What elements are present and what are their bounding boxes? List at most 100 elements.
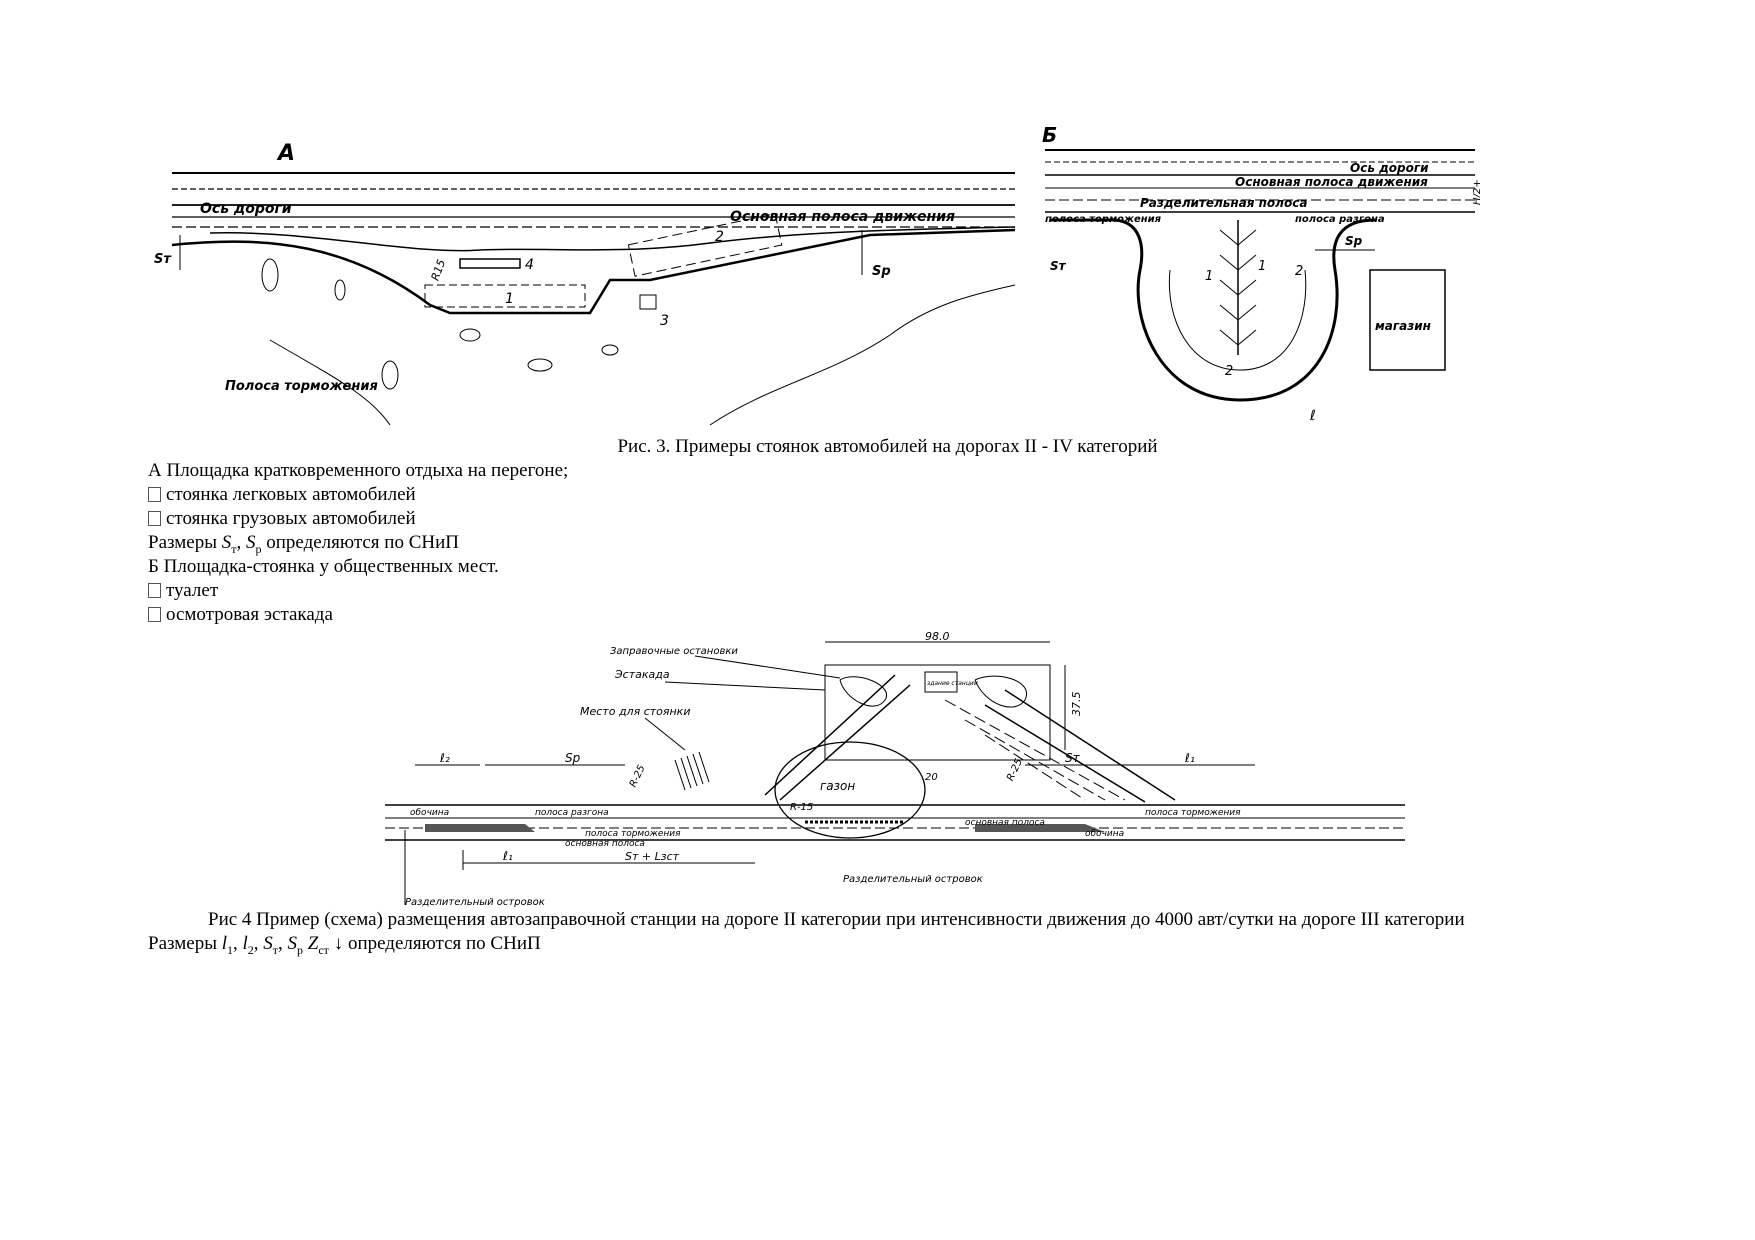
shrub — [601, 344, 619, 356]
sp-label: Sр — [565, 751, 581, 765]
figure-a-drawing: А Ось дороги Основная полоса движения 4 … — [150, 135, 1020, 430]
r25a-label: R-25 — [628, 763, 648, 789]
dim-375-label: 37.5 — [1070, 692, 1083, 717]
terrain-contour — [709, 284, 1016, 426]
sp-label: Sр — [872, 264, 891, 279]
label-1b: 1 — [1258, 259, 1266, 274]
overpass-hatch — [674, 751, 710, 791]
brake-bottom-label: полоса торможения — [585, 829, 681, 839]
legend-line-a: А Площадка кратковременного отдыха на пе… — [148, 460, 569, 481]
legend-item-overpass: осмотровая эстакада — [148, 603, 333, 627]
r15-label: R15 — [429, 258, 449, 283]
divider-island-hatch — [425, 824, 535, 832]
bypass-right-label: обочина — [1085, 829, 1124, 839]
symbol-l: l — [242, 933, 248, 954]
parking-outer-edge — [171, 228, 1016, 315]
brake-top-label: полоса торможения — [1145, 808, 1241, 818]
legend-bullet-icon — [148, 511, 161, 526]
shrub — [334, 279, 346, 301]
lawn-label: газон — [820, 779, 855, 793]
divider-island-hatch — [975, 824, 1105, 832]
shrub — [381, 360, 399, 390]
symbol-sub: р — [255, 541, 262, 556]
div-island-label-2: Разделительный островок — [405, 897, 545, 908]
legend-line-b: Б Площадка-стоянка у общественных мест. — [148, 556, 499, 577]
legend-sizes: Размеры Sт, Sр определяются по СНиП — [148, 531, 459, 555]
r20-label: 20 — [925, 772, 938, 783]
st-zst-label: Sт + Lзст — [625, 850, 680, 863]
symbol-sub: т — [272, 942, 279, 957]
parking-inner-edge — [209, 226, 1016, 252]
lawn-patch — [839, 676, 888, 707]
dim-98-label: 98.0 — [925, 630, 950, 643]
label-2b: 2 — [1225, 364, 1233, 379]
legend-bullet-icon — [148, 487, 161, 502]
shop-building — [1369, 269, 1446, 371]
parking-loop-outer — [1050, 218, 1376, 402]
symbol-z: Z — [307, 933, 319, 954]
exit-ramp — [984, 689, 1176, 803]
overpass-label: Эстакада — [614, 668, 670, 681]
l2-label: ℓ₂ — [439, 751, 450, 765]
legend-text: стоянка грузовых автомобилей — [166, 508, 416, 529]
main-left-label: основная полоса — [565, 839, 645, 849]
l1b-label: ℓ₁ — [502, 849, 513, 863]
station-building — [924, 671, 958, 693]
truck-stalls — [627, 213, 783, 277]
sizes-prefix: Размеры — [148, 532, 222, 553]
figure-4-sizes: Размеры l1, l2, Sт, Sр Zст ↓ определяютс… — [148, 933, 541, 957]
terrain-contour — [269, 339, 391, 426]
figure-a-letter: А — [276, 141, 295, 166]
divider-label: Разделительная полоса — [1140, 196, 1307, 210]
l-label: ℓ — [1309, 408, 1316, 424]
central-island — [774, 741, 926, 839]
lawn-patch — [974, 675, 1028, 708]
main-lane-label: Основная полоса движения — [1235, 175, 1428, 189]
bypass-left-label: обочина — [410, 808, 449, 818]
station-building-label: здание станции — [927, 680, 978, 687]
r15-label: R-15 — [790, 802, 813, 813]
label-1a: 1 — [1205, 269, 1213, 284]
symbol-s: S — [221, 532, 232, 553]
st-label: Sт — [154, 252, 172, 267]
label-2: 2 — [715, 229, 724, 245]
toilet-block — [459, 258, 521, 269]
l1a-label: ℓ₁ — [1184, 751, 1195, 765]
shop-label: магазин — [1375, 319, 1431, 333]
figure-3-caption: Рис. 3. Примеры стоянок автомобилей на д… — [617, 436, 1158, 457]
accel-lane-label: полоса разгона — [535, 808, 609, 818]
shrub — [527, 358, 553, 372]
lane-marking — [944, 699, 1126, 801]
sizes-prefix: Размеры — [148, 933, 222, 954]
legend-text: осмотровая эстакада — [166, 604, 333, 625]
stops-label: Заправочные остановки — [610, 646, 738, 657]
figure-b-letter: Б — [1042, 123, 1057, 147]
brake-lane-label: Полоса торможения — [225, 379, 378, 394]
shrub — [459, 328, 481, 342]
legend-item-cars: стоянка легковых автомобилей — [148, 483, 416, 507]
accel-lane-label: полоса разгона — [1295, 214, 1385, 225]
div-island-label: Разделительный островок — [843, 874, 983, 885]
symbol-s: S — [263, 933, 273, 954]
callout-line — [694, 655, 841, 679]
symbol-l: l — [221, 933, 227, 954]
legend-bullet-icon — [148, 607, 161, 622]
main-lane-label: Основная полоса движения — [730, 209, 955, 225]
label-4: 4 — [525, 257, 534, 273]
axis-label: Ось дороги — [200, 201, 292, 217]
symbol-sub: 1 — [227, 942, 233, 957]
symbol-sub: ст — [318, 942, 329, 957]
separator: , — [236, 532, 246, 553]
parking-loop-inner — [1168, 269, 1307, 371]
label-2a: 2 — [1295, 264, 1303, 279]
label-1: 1 — [505, 291, 514, 307]
r25b-label: R-25 — [1005, 757, 1025, 783]
island-planting — [1219, 229, 1257, 346]
st-label: Sт — [1065, 751, 1081, 765]
sizes-suffix: определяются по СНиП — [261, 532, 459, 553]
sp-label: Sр — [1345, 234, 1363, 248]
symbol-s: S — [245, 532, 256, 553]
station-area — [824, 664, 1051, 761]
legend-text: туалет — [166, 580, 219, 601]
label-3: 3 — [660, 313, 669, 329]
